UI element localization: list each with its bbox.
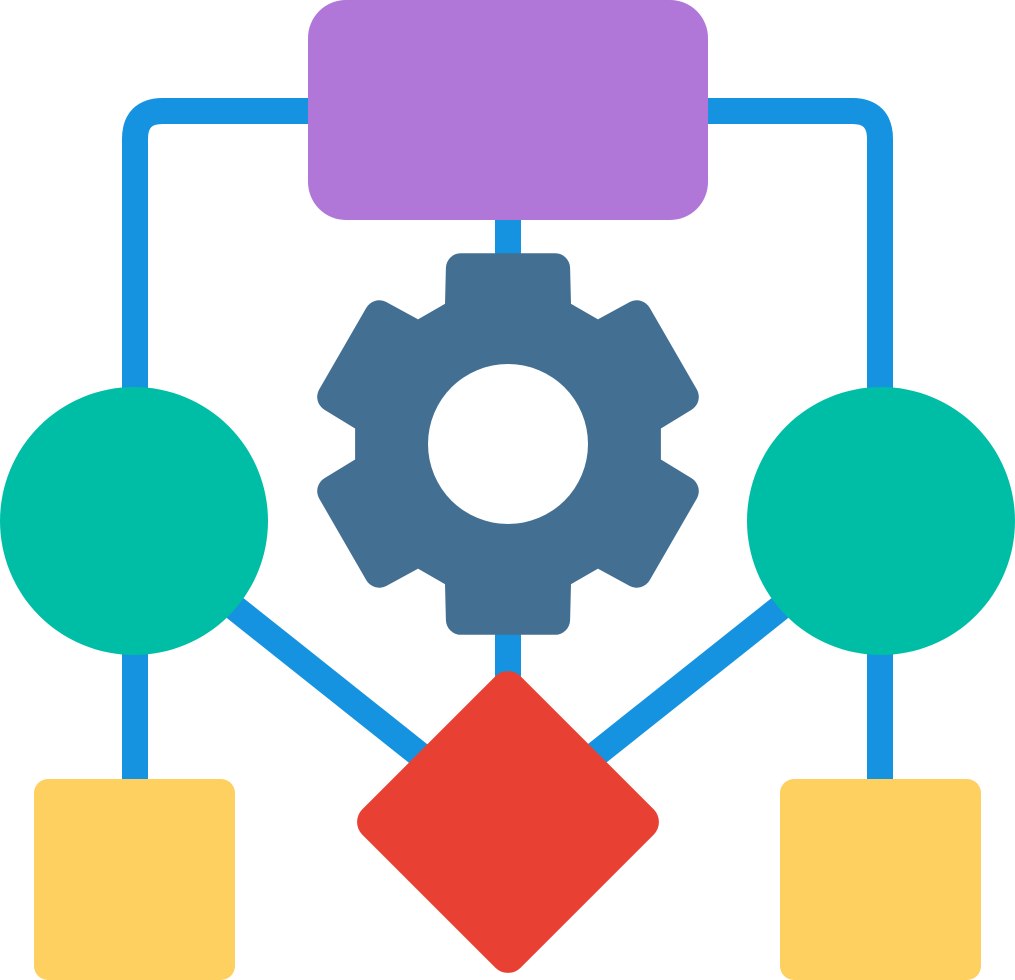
right-node-circle	[747, 387, 1015, 655]
gear-icon	[317, 253, 699, 635]
connector-top-left	[122, 98, 315, 388]
connector-left-decision	[216, 589, 429, 766]
left-terminal-box	[34, 779, 235, 980]
connectors	[122, 98, 893, 785]
connector-top-right	[700, 98, 893, 388]
decision-diamond	[357, 671, 659, 973]
gear-hole	[428, 364, 588, 524]
connector-right-decision	[586, 589, 799, 766]
top-process-box	[308, 0, 708, 220]
right-terminal-box	[780, 779, 981, 980]
left-node-circle	[0, 387, 268, 655]
